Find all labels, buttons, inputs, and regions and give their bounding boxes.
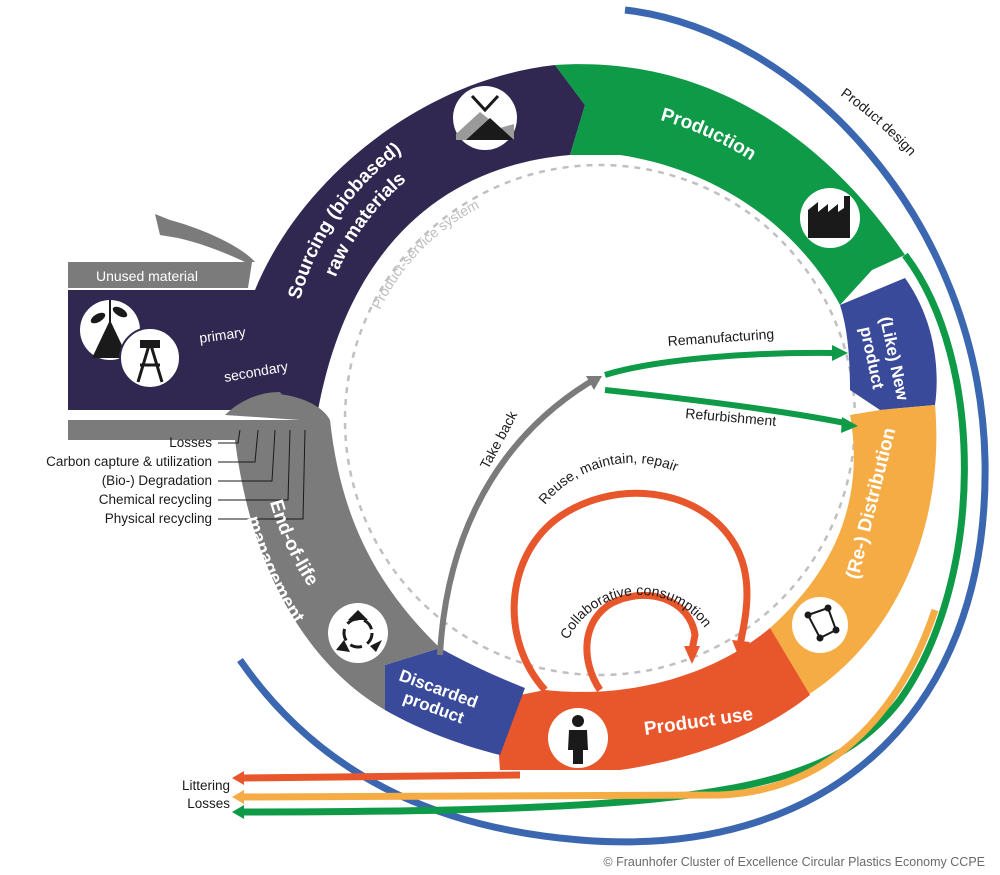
excavator-icon: [453, 86, 517, 150]
remanufacturing-label: Remanufacturing: [667, 326, 774, 349]
take-back-label: Take back: [477, 407, 521, 471]
discarded-product-segment: [385, 648, 525, 755]
primary-label: primary: [198, 324, 246, 346]
littering-arrowhead: [232, 771, 244, 785]
eol-output-degradation: (Bio-) Degradation: [102, 473, 212, 488]
unused-material-bar: [68, 262, 252, 288]
secondary-connector: [225, 392, 300, 420]
refurbishment-label: Refurbishment: [685, 405, 777, 429]
unused-material-arrow: [155, 214, 255, 262]
product-use-output: [239, 771, 521, 782]
reuse-arrowhead: [732, 640, 750, 660]
eol-output-physical: Physical recycling: [105, 511, 212, 526]
losses-grey-arrowhead: [68, 420, 82, 440]
product-design-label: Product design: [838, 84, 919, 158]
mine-tower-icon: [119, 327, 181, 389]
sourcing-segment: [68, 65, 585, 410]
collaborative-loop: [583, 591, 699, 692]
eol-output-losses: Losses: [169, 435, 212, 450]
collaborative-arrowhead: [684, 646, 700, 664]
eol-output-ccu: Carbon capture & utilization: [46, 454, 212, 469]
take-back-arrowhead: [586, 376, 602, 390]
refurbishment-arrow: [604, 387, 846, 426]
recycle-icon: [328, 603, 388, 663]
littering-label: Littering: [182, 778, 230, 793]
factory-icon: [800, 188, 860, 248]
remanufacturing-arrow: [604, 349, 836, 378]
losses-green-arrowhead: [232, 805, 244, 819]
losses-orange-arrowhead: [232, 790, 244, 804]
unused-material-label: Unused material: [96, 268, 198, 284]
refurbishment-arrowhead: [841, 417, 858, 433]
copyright-notice: © Fraunhofer Cluster of Excellence Circu…: [603, 855, 985, 869]
person-icon: [548, 708, 608, 768]
reuse-loop: [510, 489, 751, 693]
take-back-arrow: [437, 379, 592, 656]
eol-leader-lines: [218, 429, 306, 520]
distribution-return-arc: [239, 608, 939, 801]
eol-output-chemical: Chemical recycling: [99, 492, 212, 507]
production-return-arc: [239, 252, 968, 816]
bottom-losses-label: Losses: [187, 796, 230, 811]
network-icon: [792, 597, 848, 653]
remanufacturing-arrowhead: [832, 345, 848, 361]
new-product-segment: [840, 278, 937, 410]
product-use-segment: [495, 628, 810, 770]
